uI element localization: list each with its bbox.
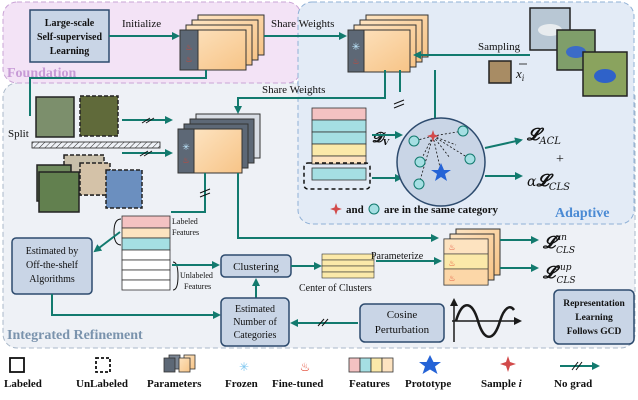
snowflake-icon: ✳ [352, 42, 360, 53]
num-cat-l3: Categories [234, 330, 277, 341]
sampling-label: Sampling [478, 41, 521, 53]
fire-icon: ♨ [448, 259, 455, 268]
feature-dot-icon [368, 203, 380, 215]
sample-symbol: xi [515, 66, 525, 83]
offshelf-l2: Off-the-shelf [26, 260, 79, 271]
refinement-title: Integrated Refinement [7, 328, 143, 343]
parameterize-label: Parameterize [371, 251, 424, 262]
centers-label: Center of Clusters [299, 283, 372, 294]
rl-l3: Follows GCD [567, 327, 622, 337]
sample-icon [330, 203, 342, 215]
offshelf-l3: Algorithms [29, 274, 75, 285]
legend-labeled: Labeled [4, 378, 42, 390]
cosine-wave-icon [450, 298, 522, 342]
parameters-legend-icon [163, 354, 196, 373]
fire-icon: ♨ [185, 55, 192, 64]
unlabeled-legend-icon [95, 357, 111, 373]
prototype-legend-icon [419, 355, 441, 374]
dataset-images [35, 95, 143, 213]
num-cat-l2: Number of [233, 317, 277, 328]
num-cat-l1: Estimated [235, 304, 275, 315]
legend-unlabeled: UnLabeled [76, 378, 128, 390]
fire-icon: ♨ [448, 274, 455, 283]
legend-prototype: Prototype [405, 378, 451, 390]
adaptive-title: Adaptive [555, 206, 609, 221]
encoder-stack-2: ✳ ♨ [347, 14, 429, 73]
legend-finetuned: Fine-tuned [272, 378, 323, 390]
unlabeled-features-l1: Unlabeled [180, 271, 213, 280]
refine-features [121, 215, 171, 291]
cosine-l2: Perturbation [375, 324, 430, 336]
fire-icon: ♨ [300, 360, 311, 374]
offshelf-l1: Estimated by [26, 246, 79, 257]
sample-legend-icon [500, 356, 516, 372]
legend-features: Features [349, 378, 390, 390]
legend-frozen: Frozen [225, 378, 258, 390]
encoder-stack-3: ✳ ♨ [177, 113, 261, 174]
fire-icon: ♨ [182, 156, 189, 165]
same-category-post: are in the same category [384, 204, 499, 216]
labeled-features-l1: Labeled [172, 217, 198, 226]
dv-feature-stack [303, 107, 371, 190]
classifier-stack: ♨ ♨ ♨ [443, 228, 501, 286]
fire-icon: ♨ [352, 57, 359, 66]
encoder-stack-1: ♨ ♨ [179, 14, 265, 71]
prototype-space [396, 117, 486, 207]
legend-nograd: No grad [554, 378, 592, 390]
initialize-label: Initialize [122, 18, 161, 30]
ssl-line2: Self-supervised [37, 32, 102, 43]
plus-sign: + [556, 152, 564, 167]
labeled-legend-icon [9, 357, 25, 373]
cluster-centers [321, 253, 375, 279]
ssl-line1: Large-scale [45, 18, 95, 29]
legend-parameters: Parameters [147, 378, 202, 390]
rl-gcd-box [553, 289, 635, 345]
snowflake-icon: ✳ [182, 143, 190, 153]
labeled-features-l2: Features [172, 228, 199, 237]
num-categories-box [220, 297, 290, 347]
ssl-line3: Learning [50, 46, 89, 57]
rl-l2: Learning [575, 313, 613, 323]
rl-l1: Representation [563, 299, 625, 309]
same-category-pre: and [346, 204, 364, 216]
share-weights-mid: Share Weights [262, 84, 325, 96]
legend-sample: Sample i [481, 378, 523, 390]
sample-image [488, 60, 512, 84]
legend: Labeled UnLabeled Parameters ✳ Frozen ♨ … [4, 354, 600, 390]
sampled-bird-images [529, 7, 628, 97]
share-weights-top: Share Weights [271, 18, 334, 30]
split-label: Split [8, 128, 29, 140]
cosine-l1: Cosine [387, 309, 418, 321]
features-legend-icon [348, 357, 394, 373]
unlabeled-features-l2: Features [184, 282, 211, 291]
clustering-label: Clustering [233, 261, 279, 273]
snowflake-icon: ✳ [239, 360, 249, 374]
cosine-box [359, 303, 445, 343]
ssl-box [29, 9, 110, 63]
fire-icon: ♨ [448, 243, 455, 252]
fire-icon: ♨ [185, 43, 192, 52]
split-bar [31, 141, 161, 149]
